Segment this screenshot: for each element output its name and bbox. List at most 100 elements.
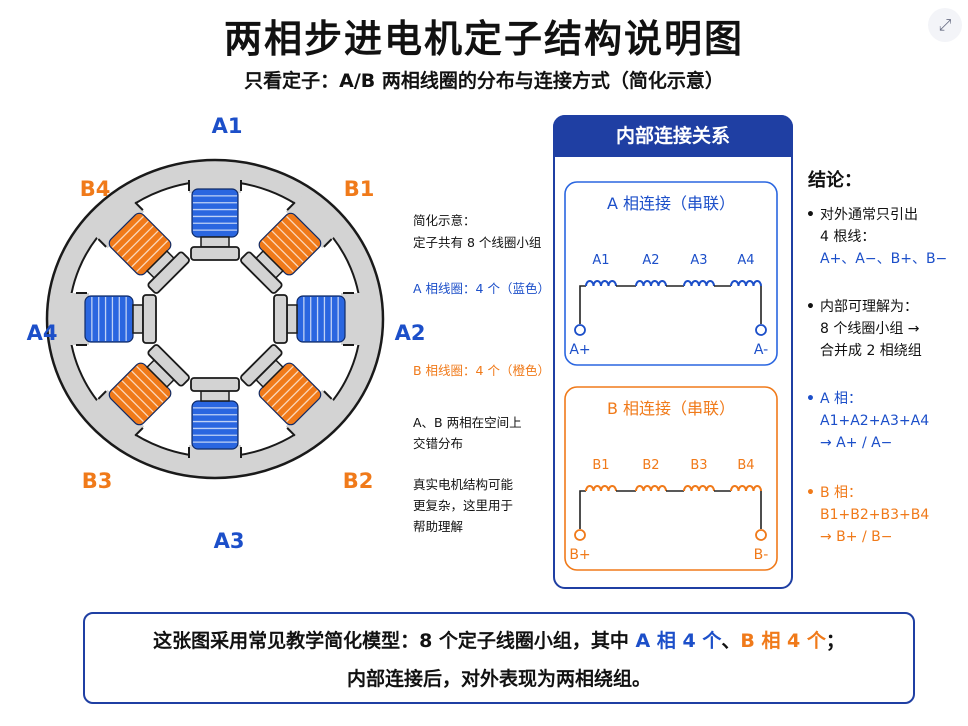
pole-root-edge: [97, 390, 144, 437]
note-real-2: 更复杂，这里用于: [413, 498, 514, 513]
coil-label-b2: B2: [642, 458, 659, 473]
connection-header: 内部连接关系: [553, 115, 793, 157]
bullet-icon: •: [806, 207, 815, 223]
pole-b3: [91, 344, 190, 443]
pole-neck: [132, 304, 144, 334]
b-phase-box: [564, 386, 778, 571]
conclusion-p3-line1: A 相：: [820, 391, 863, 407]
coil-symbol-b1: [585, 485, 617, 492]
note-eight-coils: 定子共有 8 个线圈小组: [413, 235, 542, 250]
pole-root-edge: [343, 292, 354, 346]
coil-winding: [286, 215, 319, 248]
label-a3: A3: [214, 529, 245, 553]
conclusion-point-1: • 对外通常只引出 4 根线： A+、A−、B+、B−: [806, 204, 947, 270]
coil-winding: [271, 375, 304, 408]
b-terminal-plus-label: B+: [569, 547, 590, 563]
pole-root-edge: [188, 447, 242, 458]
coil-symbol-b4: [730, 485, 762, 492]
pole-root-edge: [97, 201, 144, 248]
coil-winding: [111, 215, 144, 248]
pole-root-edge: [286, 201, 333, 248]
coil-symbol-b3: [683, 485, 715, 492]
conclusion-title: 结论：: [808, 170, 862, 191]
pole-shoe: [240, 251, 283, 294]
coil-winding: [276, 225, 309, 258]
pole-shoe: [147, 251, 190, 294]
label-a4: A4: [27, 321, 58, 345]
summary-sep: 、: [721, 630, 741, 652]
a-phase-title: A 相连接（串联）: [607, 194, 735, 213]
coil-label-a3: A3: [690, 253, 707, 268]
summary-line-1: 这张图采用常见教学简化模型：8 个定子线圈小组，其中 A 相 4 个、B 相 4…: [83, 626, 915, 653]
pole-shoe: [240, 344, 283, 387]
coil-symbol-a2: [635, 280, 667, 287]
pole-root-edge: [76, 292, 87, 346]
coil-winding: [271, 230, 304, 263]
a-terminal-minus: [755, 324, 767, 336]
conclusion-point-2: • 内部可理解为： 8 个线圈小组 → 合并成 2 相绕组: [806, 296, 922, 362]
coil-label-a1: A1: [592, 253, 609, 268]
pole-root: [189, 445, 241, 467]
conclusion-p3-line3: → A+ / A−: [820, 435, 893, 451]
coil-winding: [121, 380, 154, 413]
a-terminal-plus-label: A+: [569, 342, 590, 358]
coil-winding: [136, 240, 169, 273]
stator-body: [45, 158, 385, 480]
a-terminal-plus: [574, 324, 586, 336]
coil-label-b1: B1: [592, 458, 609, 473]
coil-winding: [111, 390, 144, 423]
coil-winding: [131, 370, 164, 403]
pole-shoe: [190, 377, 240, 392]
conclusion-p4-line3: → B+ / B−: [820, 529, 893, 545]
a-phase-box: [564, 181, 778, 366]
coil-winding: [121, 225, 154, 258]
label-a1: A1: [212, 114, 243, 138]
pole-root: [341, 293, 363, 345]
coil-symbol-a1: [585, 280, 617, 287]
note-a-coil: A 相线圈：4 个（蓝色）: [413, 281, 550, 296]
label-a2: A2: [395, 321, 426, 345]
connection-panel: [553, 115, 793, 589]
coil-winding: [281, 385, 314, 418]
bullet-icon: •: [806, 391, 815, 407]
pole-a2: [273, 292, 363, 346]
b-wire-left: [579, 490, 586, 529]
pole-shoe: [147, 344, 190, 387]
b-terminal-minus: [755, 529, 767, 541]
pole-shoe: [142, 294, 157, 344]
coil-winding: [276, 380, 309, 413]
coil-label-a2: A2: [642, 253, 659, 268]
bullet-icon: •: [806, 299, 815, 315]
coil-winding: [131, 235, 164, 268]
conclusion-point-3: • A 相： A1+A2+A3+A4 → A+ / A−: [806, 388, 929, 454]
coil-winding: [266, 235, 299, 268]
coil-symbol-a4: [730, 280, 762, 287]
pole-shoe: [190, 246, 240, 261]
expand-icon[interactable]: ⤢: [928, 8, 962, 42]
conclusion-p1-line1: 对外通常只引出: [820, 207, 918, 223]
coil-winding: [116, 385, 149, 418]
conclusion-p2-line2: 8 个线圈小组 →: [820, 321, 920, 337]
a-wire-left: [579, 285, 586, 324]
pole-b2: [240, 344, 339, 443]
pole-root: [91, 195, 145, 249]
label-b2: B2: [343, 469, 374, 493]
coil-winding: [116, 220, 149, 253]
summary-text-a: 这张图采用常见教学简化模型：8 个定子线圈小组，其中: [153, 630, 636, 652]
label-b4: B4: [80, 177, 111, 201]
pole-shoe: [273, 294, 288, 344]
page-subtitle: 只看定子：A/B 两相线圈的分布与连接方式（简化示意）: [244, 70, 724, 92]
summary-box: [83, 612, 915, 704]
summary-a-phase: A 相 4 个: [635, 630, 722, 652]
coil-symbol-a3: [683, 280, 715, 287]
coil-label-b4: B4: [737, 458, 754, 473]
b-phase-title: B 相连接（串联）: [607, 399, 735, 418]
note-real-1: 真实电机结构可能: [413, 477, 514, 492]
pole-b4: [91, 195, 190, 294]
b-terminal-plus: [574, 529, 586, 541]
summary-end: ；: [825, 630, 845, 652]
conclusion-p4-line2: B1+B2+B3+B4: [820, 507, 930, 523]
